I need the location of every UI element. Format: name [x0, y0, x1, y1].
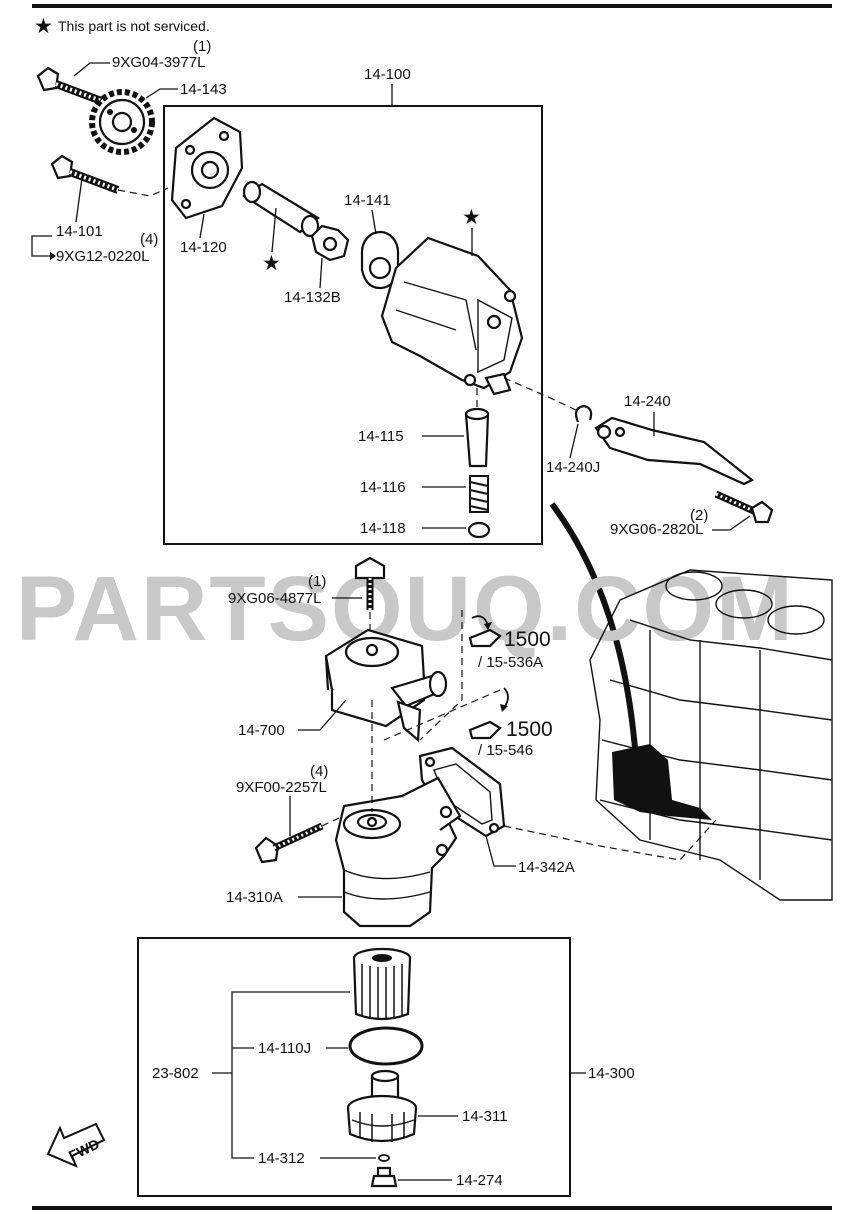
bolt-left-qty: (4): [140, 231, 158, 248]
bracket-bolt-code: 9XG06-2820L: [610, 521, 703, 538]
drain-plug-icon: [370, 1166, 398, 1188]
body-bolt-icon: [254, 822, 324, 864]
bracket-bolt-qty: (2): [690, 507, 708, 524]
cooler-bolt-icon: [354, 556, 386, 610]
filter-assembly-box: [137, 937, 571, 1197]
filter-cap-label: 14-311: [462, 1108, 508, 1125]
filter-body-label: 14-310A: [226, 889, 283, 906]
drain-plug-label: 14-274: [456, 1172, 503, 1189]
bolt-top-code: 9XG04-3977L: [112, 54, 205, 71]
legend-note: This part is not serviced.: [58, 18, 210, 34]
bracket-icon: [594, 416, 755, 486]
cooler-bolt-code: 9XG06-4877L: [228, 590, 321, 607]
sealant1-tube-icon: [468, 628, 502, 648]
fwd-arrow-icon: [46, 1122, 106, 1168]
pump-plate-label: 14-120: [180, 239, 227, 256]
sealant2-ref: / 15-546: [478, 742, 533, 759]
snap-ring-icon: [574, 404, 593, 423]
bracket-label: 14-240: [624, 393, 671, 410]
sprocket-icon: [89, 89, 155, 155]
gasket-label: 14-342A: [518, 859, 575, 876]
bolt-left-icon: [50, 154, 120, 194]
small-o-ring-label: 14-312: [258, 1150, 305, 1167]
small-o-ring-icon: [378, 1154, 390, 1162]
body-bolt-qty: (4): [310, 763, 328, 780]
spring-label: 14-116: [360, 479, 406, 496]
oil-cooler-icon: [324, 628, 448, 743]
pump-plate-icon: [170, 116, 244, 220]
rotor-label: 14-132B: [284, 289, 341, 306]
spring-icon: [469, 475, 489, 513]
o-ring-icon: [348, 1026, 424, 1066]
legend-star-icon: ★: [34, 15, 53, 38]
bolt-left-label: 14-101: [56, 223, 103, 240]
filter-element-icon: [352, 947, 412, 1021]
pump-assembly-box: [163, 105, 543, 545]
sealant1-number: 1500: [504, 628, 551, 651]
engine-block-icon: [589, 569, 833, 901]
plug-icon: [467, 521, 491, 539]
rotor-icon: [310, 224, 350, 262]
shaft-star-icon: ★: [262, 252, 281, 275]
sealant1-arrow-icon: [471, 615, 492, 630]
pump-housing-icon: [380, 236, 524, 396]
filter-assembly-label: 14-300: [588, 1065, 635, 1082]
cooler-bolt-qty: (1): [308, 573, 326, 590]
sealant2-number: 1500: [506, 718, 553, 741]
bolt-top-qty: (1): [193, 38, 211, 55]
sprocket-label: 14-143: [180, 81, 227, 98]
filter-cap-icon: [346, 1069, 418, 1143]
pump-assembly-label: 14-100: [364, 66, 411, 83]
sealant2-tube-icon: [468, 720, 502, 740]
filter-kit-label: 23-802: [152, 1065, 199, 1082]
filter-body-icon: [334, 776, 462, 928]
bolt-left-code: 9XG12-0220L: [56, 248, 149, 265]
bolt-top-icon: [36, 66, 106, 106]
body-bolt-code: 9XF00-2257L: [236, 779, 327, 796]
snap-ring-label: 14-240J: [546, 459, 600, 476]
o-ring-label: 14-110J: [258, 1040, 311, 1057]
pump-shaft-icon: [241, 180, 320, 238]
plunger-label: 14-115: [358, 428, 404, 445]
oil-cooler-label: 14-700: [238, 722, 285, 739]
bush-label: 14-141: [344, 192, 391, 209]
housing-star-icon: ★: [462, 206, 481, 229]
sealant1-ref: / 15-536A: [478, 654, 543, 671]
plunger-icon: [464, 407, 490, 468]
plug-label: 14-118: [360, 520, 406, 537]
bush-icon: [360, 230, 400, 290]
bracket-bolt-icon: [714, 490, 774, 524]
sealant2-arrow-icon: [500, 687, 509, 712]
location-sweep-arrow: [549, 502, 639, 761]
